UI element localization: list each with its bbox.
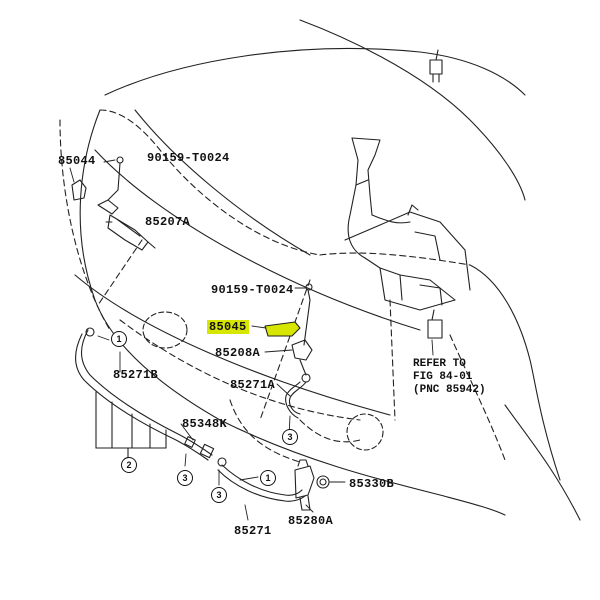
label-85044[interactable]: 85044 [58,154,96,168]
label-85280a[interactable]: 85280A [288,514,334,528]
washer-pump-85280a [294,459,315,511]
bumper-mid-line [94,149,421,331]
label-85348k[interactable]: 85348K [182,417,228,431]
reference-note-line3[interactable]: (PNC 85942) [413,384,486,396]
fog-lamp-right [346,413,384,451]
headlamp-washer-left [71,156,156,251]
callout-2: 2 [121,457,137,473]
washer-tank [344,137,471,339]
reference-note-line2[interactable]: FIG 84-01 [413,371,473,383]
callout-3-lower: 3 [211,487,227,503]
label-90159-t0024-top[interactable]: 90159-T0024 [147,151,230,165]
label-85271[interactable]: 85271 [234,524,272,538]
grommet-85330b [316,475,330,489]
bumper-shadow [74,274,391,416]
label-85045-highlighted[interactable]: 85045 [207,320,249,334]
label-85207a[interactable]: 85207A [145,215,191,229]
connector-top-right [429,49,443,83]
hood-outline [104,47,526,96]
fender-lower [504,404,581,521]
hood-edge [299,19,526,201]
label-85330b[interactable]: 85330B [349,477,395,491]
bumper-outline [79,109,506,516]
hidden-lines [59,109,506,463]
label-90159-t0024-mid[interactable]: 90159-T0024 [211,283,294,297]
hose-85271a [288,381,307,415]
cover-plate-85045 [264,321,301,337]
label-85271a[interactable]: 85271A [230,378,276,392]
callout-1-lower: 1 [260,470,276,486]
leader-lines [69,159,434,521]
group-bracket-2 [95,391,167,459]
callout-1-upper: 1 [111,331,127,347]
reference-note-line1: REFER TO [413,358,466,370]
label-85208a[interactable]: 85208A [215,346,261,360]
hose-85271 [217,457,306,502]
callout-3-left: 3 [177,470,193,486]
fog-lamp-left [142,311,188,349]
callout-3-center: 3 [282,429,298,445]
label-85271b[interactable]: 85271B [113,368,159,382]
fender-line [469,264,561,481]
bumper-top-line [134,109,311,256]
